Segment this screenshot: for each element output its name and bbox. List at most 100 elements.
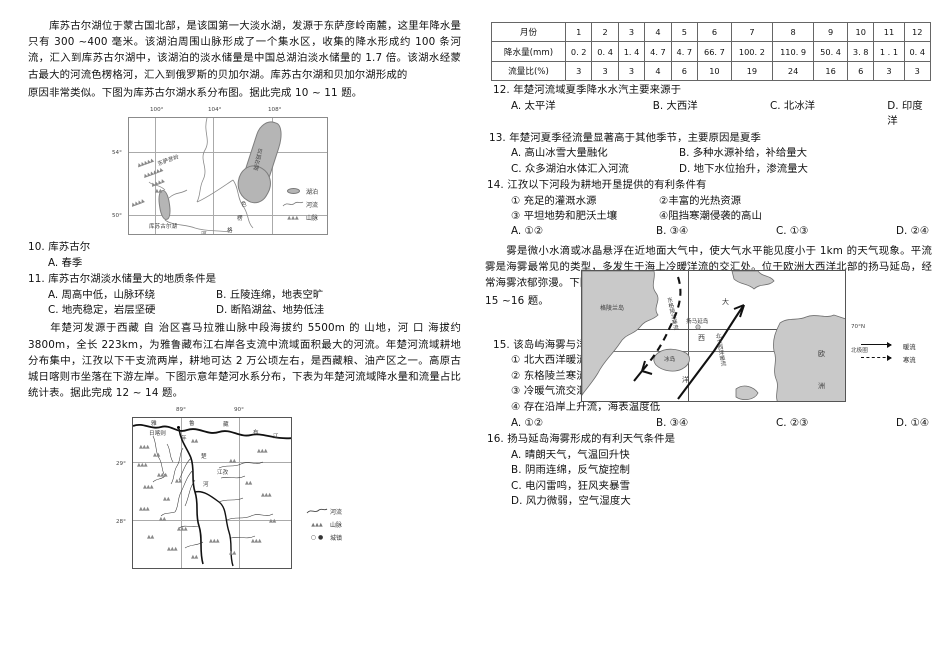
map3-label-atlantic-da: 大	[722, 298, 729, 306]
map2-label-ya: 雅	[151, 421, 157, 428]
legend-label: 暖流	[903, 344, 916, 351]
table-header-cell: 4	[644, 21, 672, 43]
left-column: 库苏古尔湖位于蒙古国北部，是该国第一大淡水湖，发源于东萨彦岭南麓，这里年降水量只…	[28, 20, 461, 570]
question-14-options: A. ①② B. ③④ C. ①③ D. ②④	[485, 224, 932, 239]
table-cell: 3	[903, 60, 932, 82]
option-c[interactable]: C. 众多湖泊水体汇入河流	[511, 162, 629, 175]
map1-label-ge: 格	[227, 228, 233, 235]
map3-gridline-prime-meridian	[688, 271, 689, 401]
option-d[interactable]: D. 断陷湖盆、地势低洼	[216, 304, 325, 317]
map1-gridline-v3	[272, 118, 273, 235]
table-cell: 16	[813, 60, 848, 82]
map3-lat-label-arctic-circle: 北极圈	[851, 348, 868, 354]
table-header-cell: 1	[564, 21, 593, 43]
question-16-stem: 16. 扬马延岛海雾形成的有利天气条件是	[487, 432, 676, 445]
table-row-label: 流量比(%)	[491, 60, 566, 82]
map2-lon-label-90: 90°	[234, 407, 244, 414]
table-row-precipitation: 降水量(mm) 0. 2 0. 4 1. 4 4. 7 4. 7 66. 7 1…	[491, 41, 932, 62]
option-c[interactable]: C. ①③	[776, 225, 809, 238]
table-cell: 0. 2	[564, 41, 593, 62]
map3-landmasses	[582, 271, 845, 401]
table-cell: 3	[617, 60, 646, 82]
cold-current-icon	[861, 355, 897, 363]
option-a[interactable]: A. ①②	[511, 225, 544, 238]
table-cell: 19	[730, 60, 774, 82]
map3-lat-label-70n: 70°N	[851, 324, 866, 330]
map2-lon-label-89: 89°	[176, 407, 186, 414]
map3-label-atlantic-yang: 洋	[682, 376, 689, 384]
map3-frame: 格陵兰岛 东格陵兰寒流 扬马延岛 冰岛 北大西洋暖流 大 西 洋 欧 洲	[581, 270, 846, 402]
option-a[interactable]: A. 晴朗天气，气温回升快	[511, 448, 630, 461]
question-14-numbered-row1: ① 充足的灌溉水源 ②丰富的光热资源	[485, 194, 932, 209]
map2-gridline-h2	[133, 520, 291, 522]
map2-label-bu: 布	[253, 430, 259, 437]
river-icon	[280, 200, 306, 210]
legend-item: ▲▲▲ 山脉	[304, 518, 342, 531]
question-15-numbered-1: ① 北大西洋暖流	[511, 354, 587, 367]
question-12-options: A. 太平洋 B. 大西洋 C. 北冰洋 D. 印度洋	[485, 99, 932, 130]
map2-legend: 河流 ▲▲▲ 山脉 ○ ● 城镇	[304, 505, 342, 544]
map1-lon-label-104: 104°	[208, 107, 222, 114]
option-a[interactable]: A. 周高中低，山脉环绕	[48, 288, 156, 301]
option-c[interactable]: C. 电闪雷鸣，狂风夹暴雪	[511, 479, 631, 492]
map3-legend: 暖流 寒流	[861, 340, 916, 366]
right-column: 月份 1 2 3 4 5 6 7 8 9 10 11 12 降水量(mm) 0.…	[475, 0, 950, 659]
table-cell: 3	[873, 60, 905, 82]
table-header-cell: 5	[670, 21, 699, 43]
option-d[interactable]: D. ①④	[896, 416, 930, 429]
option-c[interactable]: C. 北冰洋	[769, 99, 816, 112]
legend-label: 河流	[306, 202, 319, 210]
legend-label: 城镇	[330, 535, 343, 543]
passage-sea-fog-part2: 15 ~16 题。	[485, 295, 549, 308]
passage-nianchu: 年楚河发源于西藏 自 治区喜马拉雅山脉中段海拔约 5500m 的 山地，河 口 …	[28, 322, 461, 400]
option-d[interactable]: D. ②④	[896, 225, 930, 238]
table-cell: 4. 7	[644, 41, 672, 62]
table-header-cell: 10	[846, 21, 875, 43]
passage-khovsgol-part1: 库苏古尔湖位于蒙古国北部，是该国第一大淡水湖，发源于东萨彦岭南麓，这里年降水量只…	[28, 20, 461, 81]
option-c[interactable]: C. ②③	[776, 416, 809, 429]
map1-label-khovsgol: 库苏古尔湖	[149, 224, 177, 231]
map2-label-shigatse: 日喀则	[149, 431, 166, 438]
table-cell: 100. 2	[730, 41, 774, 62]
map2-label-chu: 楚	[201, 454, 207, 461]
numbered-item-1: ① 充足的灌溉水源	[511, 194, 597, 207]
option-b[interactable]: B. 大西洋	[652, 99, 698, 112]
mountain-icon: ▲▲▲	[287, 214, 299, 221]
map1-lon-label-100: 100°	[150, 107, 164, 114]
legend-item: 湖泊	[280, 185, 318, 198]
question-13-options-row1: A. 高山冰雪大量融化 B. 多种水源补给，补给量大	[485, 146, 932, 161]
map1-gridline-h1	[129, 152, 327, 154]
question-10-options: A. 春季	[28, 256, 461, 271]
map3-label-europe-ou: 欧	[818, 350, 825, 358]
question-13-stem: 13. 年楚河夏季径流量显著高于其他季节，主要原因是夏季	[489, 131, 761, 144]
table-row-label: 降水量(mm)	[491, 41, 566, 62]
map3-label-greenland: 格陵兰岛	[600, 305, 625, 312]
option-a[interactable]: A. ①②	[511, 416, 544, 429]
table-header-cell: 6	[697, 21, 732, 43]
map1-label-leng: 楞	[237, 216, 243, 223]
map2-gridline-v1	[181, 418, 182, 569]
map2-label-nian: 年	[181, 436, 187, 443]
option-a[interactable]: A. 太平洋	[511, 99, 556, 112]
option-a[interactable]: A. 春季	[48, 256, 83, 269]
option-a[interactable]: A. 高山冰雪大量融化	[511, 147, 608, 160]
table-cell: 6	[846, 60, 875, 82]
option-b[interactable]: B. 多种水源补给，补给量大	[679, 147, 808, 160]
table-cell: 3	[564, 60, 593, 82]
option-d[interactable]: D. 风力微弱，空气湿度大	[511, 495, 631, 508]
rainfall-flow-table-wrap: 月份 1 2 3 4 5 6 7 8 9 10 11 12 降水量(mm) 0.…	[485, 21, 932, 82]
option-b[interactable]: B. ③④	[656, 225, 689, 238]
question-11-options-row1: A. 周高中低，山脉环绕 B. 丘陵连绵，地表空旷	[28, 288, 461, 303]
table-header-row: 月份 1 2 3 4 5 6 7 8 9 10 11 12	[491, 21, 932, 43]
option-b[interactable]: B. 丘陵连绵，地表空旷	[216, 288, 324, 301]
map3-gridline-70n	[582, 329, 845, 330]
question-14-stem: 14. 江孜以下河段为耕地开垦提供的有利条件有	[487, 178, 707, 191]
option-d[interactable]: D. 地下水位抬升，渗流量大	[679, 162, 808, 175]
option-b[interactable]: B. 阴雨连绵，反气旋控制	[511, 464, 630, 477]
option-d[interactable]: D. 印度洋	[887, 99, 923, 128]
option-c[interactable]: C. 地壳稳定，岩层坚硬	[48, 304, 156, 317]
passage-khovsgol-part2: 原因非常类似。下图为库苏古尔湖水系分布图。据此完成 10 ~ 11 题。	[28, 86, 363, 99]
option-b[interactable]: B. ③④	[656, 416, 689, 429]
table-header-cell: 月份	[491, 21, 566, 43]
legend-item: ○ ● 城镇	[304, 531, 342, 544]
